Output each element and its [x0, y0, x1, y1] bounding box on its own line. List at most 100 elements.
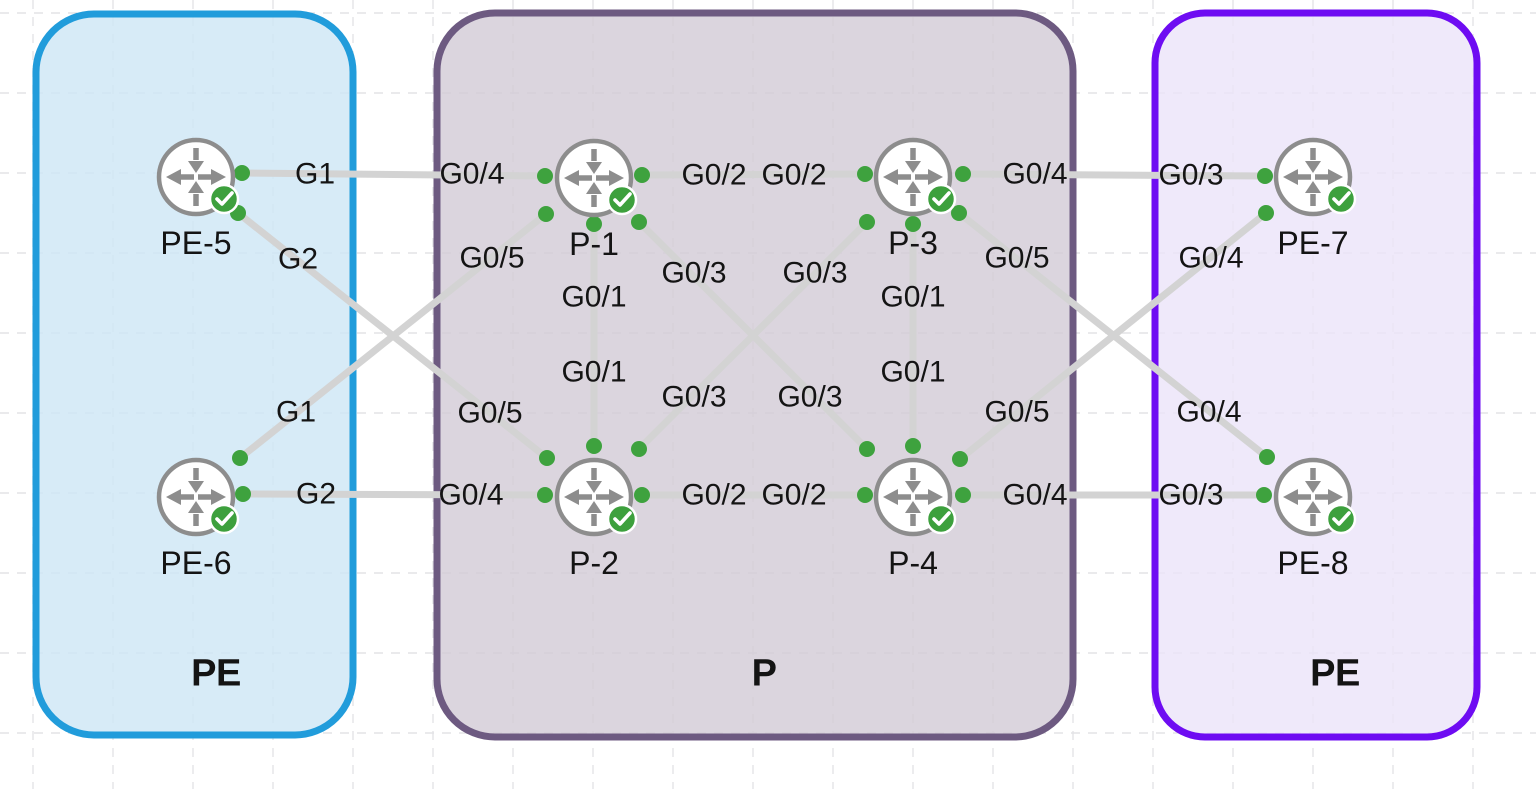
arrow-head: [1328, 169, 1343, 185]
arrow-head: [928, 169, 943, 185]
link-line-PE-5-P-1[interactable]: [238, 169, 549, 180]
badge-circle: [925, 503, 957, 535]
interface-label-PE-5-G1: G1: [295, 158, 335, 191]
badge-circle: [208, 183, 240, 215]
link-endpoint-dot: [631, 441, 647, 457]
arrow-head: [586, 501, 602, 513]
arrow-head: [564, 489, 579, 505]
node-P-4[interactable]: P-4: [873, 457, 957, 581]
arrow-head: [188, 181, 204, 193]
interface-label-P-1-G0-5: G0/5: [459, 242, 524, 275]
link-endpoint-dot: [952, 451, 968, 467]
link-line-PE-6-P-2[interactable]: [239, 490, 549, 499]
arrow-head: [188, 481, 204, 493]
status-ok-badge: [925, 503, 957, 535]
link-line-P-3-PE-7[interactable]: [959, 170, 1269, 180]
arrow-head: [905, 161, 921, 173]
check-icon: [1332, 191, 1351, 206]
check-icon: [1332, 511, 1351, 526]
node-PE-8[interactable]: PE-8: [1273, 457, 1357, 581]
node-P-1[interactable]: P-1: [554, 138, 638, 262]
link-endpoint-dot: [955, 166, 971, 182]
arrow-head: [564, 170, 579, 186]
zone-pe-left[interactable]: [32, 10, 357, 739]
arrow-head: [166, 489, 181, 505]
router-arrows-icon: [1283, 468, 1343, 526]
link-endpoint-dot: [537, 487, 553, 503]
link-line-P-2-P-3[interactable]: [635, 218, 871, 453]
interface-label-P-2-G0-5: G0/5: [457, 397, 522, 430]
status-ok-badge: [606, 184, 638, 216]
zone-label-pe-right: PE: [1310, 652, 1360, 694]
link-line-PE-6-P-1[interactable]: [236, 210, 550, 462]
interface-label-PE-7-G0-4: G0/4: [1178, 242, 1243, 275]
check-icon: [932, 511, 951, 526]
arrow-head: [905, 501, 921, 513]
arrow-head: [609, 170, 624, 186]
node-PE-5[interactable]: PE-5: [156, 137, 240, 261]
arrow-head: [166, 169, 181, 185]
arrow-head: [883, 169, 898, 185]
link-endpoint-dot: [857, 487, 873, 503]
arrow-head: [211, 169, 226, 185]
node-PE-6[interactable]: PE-6: [156, 457, 240, 581]
link-endpoint-dot: [1256, 487, 1272, 503]
status-ok-badge: [606, 503, 638, 535]
interface-label-PE-6-G1: G1: [276, 396, 316, 429]
link-endpoint-dot: [951, 205, 967, 221]
link-endpoint-dot: [539, 450, 555, 466]
link-endpoint-dot: [538, 206, 554, 222]
arrow-head: [188, 501, 204, 513]
interface-label-P-2-G0-2: G0/2: [681, 479, 746, 512]
router-arrows-icon: [564, 149, 624, 207]
arrow-head: [905, 481, 921, 493]
node-label-PE-5: PE-5: [160, 225, 231, 261]
interface-label-P-1-G0-2: G0/2: [681, 159, 746, 192]
interface-label-P-3-G0-1: G0/1: [880, 281, 945, 314]
interface-label-P-3-G0-4: G0/4: [1002, 158, 1067, 191]
interface-label-PE-8-G0-3: G0/3: [1158, 479, 1223, 512]
link-endpoint-dot: [235, 486, 251, 502]
arrow-head: [928, 489, 943, 505]
link-endpoint-dot: [232, 450, 248, 466]
interface-label-PE-7-G0-3: G0/3: [1158, 159, 1223, 192]
interface-label-P-2-G0-3: G0/3: [661, 381, 726, 414]
node-P-2[interactable]: P-2: [554, 457, 638, 581]
badge-circle: [1325, 183, 1357, 215]
badge-circle: [606, 503, 638, 535]
interface-label-P-1-G0-1: G0/1: [561, 281, 626, 314]
link-endpoint-dot: [634, 167, 650, 183]
arrow-head: [586, 162, 602, 174]
interface-label-P-2-G0-1: G0/1: [561, 356, 626, 389]
status-ok-badge: [925, 183, 957, 215]
arrow-head: [883, 489, 898, 505]
zone-p-core[interactable]: [433, 9, 1077, 741]
status-ok-badge: [208, 183, 240, 215]
link-line-P-4-PE-7[interactable]: [956, 209, 1270, 463]
zone-pe-right[interactable]: [1151, 9, 1481, 741]
router-arrows-icon: [1283, 148, 1343, 206]
link-endpoint-dot: [586, 438, 602, 454]
arrow-head: [586, 481, 602, 493]
zone-label-pe-left: PE: [191, 652, 241, 694]
arrow-head: [586, 182, 602, 194]
interface-label-P-3-G0-2: G0/2: [761, 159, 826, 192]
arrow-head: [609, 489, 624, 505]
router-arrows-icon: [883, 468, 943, 526]
link-line-P-1-P-3[interactable]: [638, 170, 869, 179]
node-PE-7[interactable]: PE-7: [1273, 137, 1357, 261]
link-endpoint-dot: [905, 216, 921, 232]
arrow-head: [188, 161, 204, 173]
router-arrows-icon: [166, 468, 226, 526]
node-P-3[interactable]: P-3: [873, 137, 957, 261]
badge-circle: [1325, 503, 1357, 535]
check-icon: [215, 511, 234, 526]
interface-label-P-1-G0-3: G0/3: [661, 257, 726, 290]
nodes-layer: PE-5PE-6 P-1P-2 P-3P-4 PE-7PE-8: [156, 137, 1357, 581]
badge-circle: [925, 183, 957, 215]
link-endpoint-dot: [537, 168, 553, 184]
